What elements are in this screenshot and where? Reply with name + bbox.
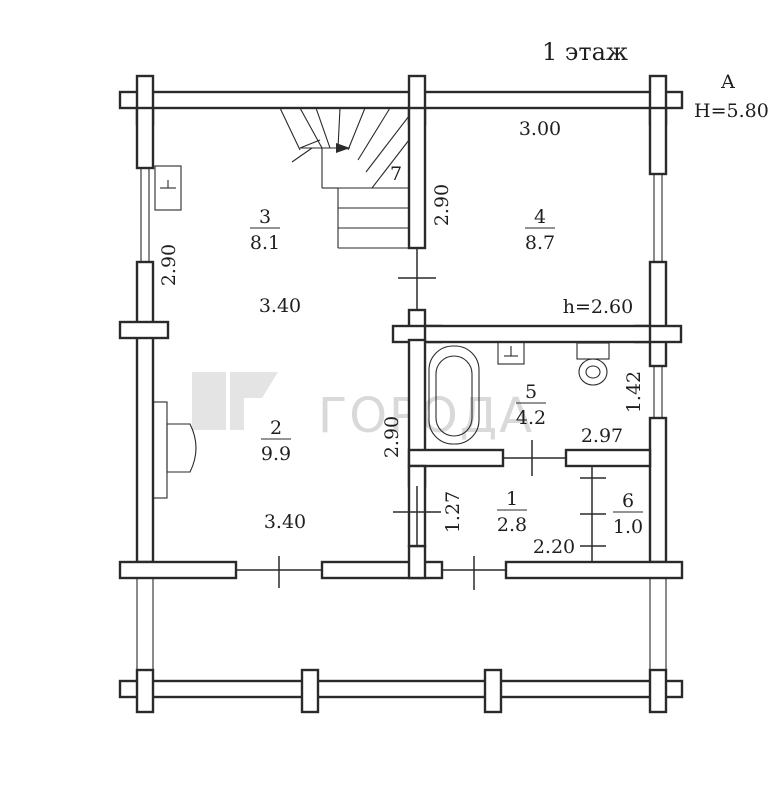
dim-room2-width: 3.40 [264,511,306,533]
corner-height: H=5.80 [694,100,769,122]
terrace [118,578,684,714]
svg-text:3: 3 [259,206,271,228]
room-6-label: 6 1.0 [613,490,643,538]
staircase: 7 [279,107,410,249]
outer-walls [118,74,684,580]
corner-letter: A [720,71,735,93]
room-3-label: 3 8.1 [250,206,280,254]
windows [140,168,663,418]
svg-text:4: 4 [534,206,546,228]
dim-room4-wall: 2.90 [431,184,453,226]
dim-hall-width: 2.20 [533,536,575,558]
svg-text:2.8: 2.8 [497,514,527,536]
watermark-logo-shape [230,372,278,430]
dim-room4-width: 3.00 [519,118,561,140]
interior-walls [391,106,652,548]
svg-text:1.0: 1.0 [613,516,643,538]
dim-bath-wall: 1.42 [623,371,645,413]
stair-number: 7 [390,163,402,185]
room-2-label: 2 9.9 [261,417,291,465]
room-4-label: 4 8.7 [525,206,555,254]
sink-room3 [154,165,182,211]
svg-text:8.7: 8.7 [525,232,555,254]
bathtub [428,345,480,445]
dim-hall-wall: 1.27 [442,491,464,533]
toilet-tank [576,342,610,360]
room-5-label: 5 4.2 [516,381,546,429]
fixtures [152,165,610,499]
svg-text:2: 2 [270,417,282,439]
room-1-label: 1 2.8 [497,488,527,536]
room-labels: 3 8.1 4 8.7 2 9.9 5 4.2 1 2.8 6 1.0 [250,206,643,538]
dim-room3-width: 3.40 [259,295,301,317]
svg-text:6: 6 [622,490,634,512]
svg-text:8.1: 8.1 [250,232,280,254]
dim-room2-wall: 2.90 [381,416,403,458]
floor-title: 1 этаж [542,38,628,66]
dimension-labels: 3.00 2.90 h=2.60 3.40 2.90 2.90 3.40 2.9… [158,118,645,558]
toilet-bowl [578,358,608,386]
dim-left-wall: 2.90 [158,244,180,286]
dim-room4-height: h=2.60 [563,296,633,318]
door-marks [236,248,606,590]
bath-sink [497,341,525,365]
watermark: ГОРОДА [192,372,532,444]
svg-text:4.2: 4.2 [516,407,546,429]
fireplace [166,423,197,473]
svg-text:1: 1 [506,488,518,510]
dim-bath-width: 2.97 [581,425,623,447]
svg-text:9.9: 9.9 [261,443,291,465]
stove-base [152,401,168,499]
svg-text:5: 5 [525,381,537,403]
watermark-logo-block [192,372,226,430]
